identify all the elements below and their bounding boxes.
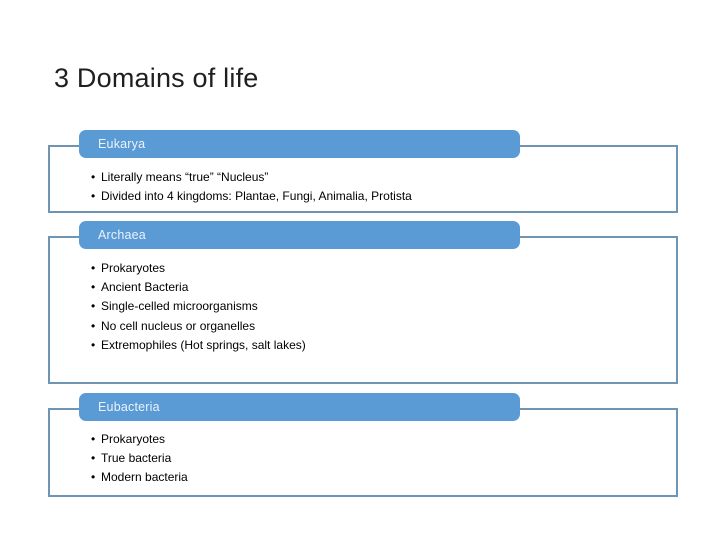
bullet-glyph: •	[91, 280, 96, 295]
bullet-item: • No cell nucleus or organelles	[91, 317, 306, 336]
bullet-text: Single-celled microorganisms	[101, 299, 258, 314]
bullet-list-archaea: • Prokaryotes • Ancient Bacteria • Single-cel…	[91, 259, 306, 355]
bullet-item: • True bacteria	[91, 449, 188, 468]
bullet-glyph: •	[91, 189, 96, 204]
bullet-glyph: •	[91, 432, 96, 446]
bullet-text: Extremophiles (Hot springs, salt lakes)	[101, 337, 306, 352]
bullet-glyph: •	[91, 261, 96, 275]
bullet-item: • Prokaryotes	[91, 259, 306, 278]
bullet-text: Prokaryotes	[101, 432, 166, 446]
section-header-eubacteria: Eubacteria	[79, 393, 520, 421]
bullet-item: • Single-celled microorganisms	[91, 297, 306, 316]
bullet-item: • Ancient Bacteria	[91, 278, 306, 297]
bullet-item: • Modern bacteria	[91, 468, 188, 487]
bullet-glyph: •	[91, 299, 96, 314]
bullet-text: True bacteria	[101, 451, 172, 466]
bullet-item: • Extremophiles (Hot springs, salt lakes)	[91, 336, 306, 355]
slide-title: 3 Domains of life	[54, 63, 259, 93]
bullet-glyph: •	[91, 337, 96, 352]
bullet-text: Prokaryotes	[101, 261, 166, 275]
bullet-text: Divided into 4 kingdoms: Plantae, Fungi,…	[101, 189, 412, 204]
bullet-item: • Divided into 4 kingdoms: Plantae, Fungi…	[91, 187, 412, 206]
bullet-item: • Prokaryotes	[91, 430, 188, 449]
bullet-text: Modern bacteria	[101, 470, 188, 485]
bullet-list-eukarya: • Literally means “true” “Nucleus” • Divide…	[91, 168, 412, 206]
bullet-glyph: •	[91, 451, 96, 466]
bullet-item: • Literally means “true” “Nucleus”	[91, 168, 412, 187]
bullet-text: No cell nucleus or organelles	[101, 318, 256, 333]
section-header-archaea: Archaea	[79, 221, 520, 249]
bullet-glyph: •	[91, 470, 96, 485]
section-header-eukarya: Eukarya	[79, 130, 520, 158]
bullet-glyph: •	[91, 170, 96, 184]
bullet-text: Ancient Bacteria	[101, 280, 189, 295]
bullet-list-eubacteria: • Prokaryotes • True bacteria • Modern bacter…	[91, 430, 188, 488]
bullet-text: Literally means “true” “Nucleus”	[101, 170, 269, 184]
bullet-glyph: •	[91, 318, 96, 333]
